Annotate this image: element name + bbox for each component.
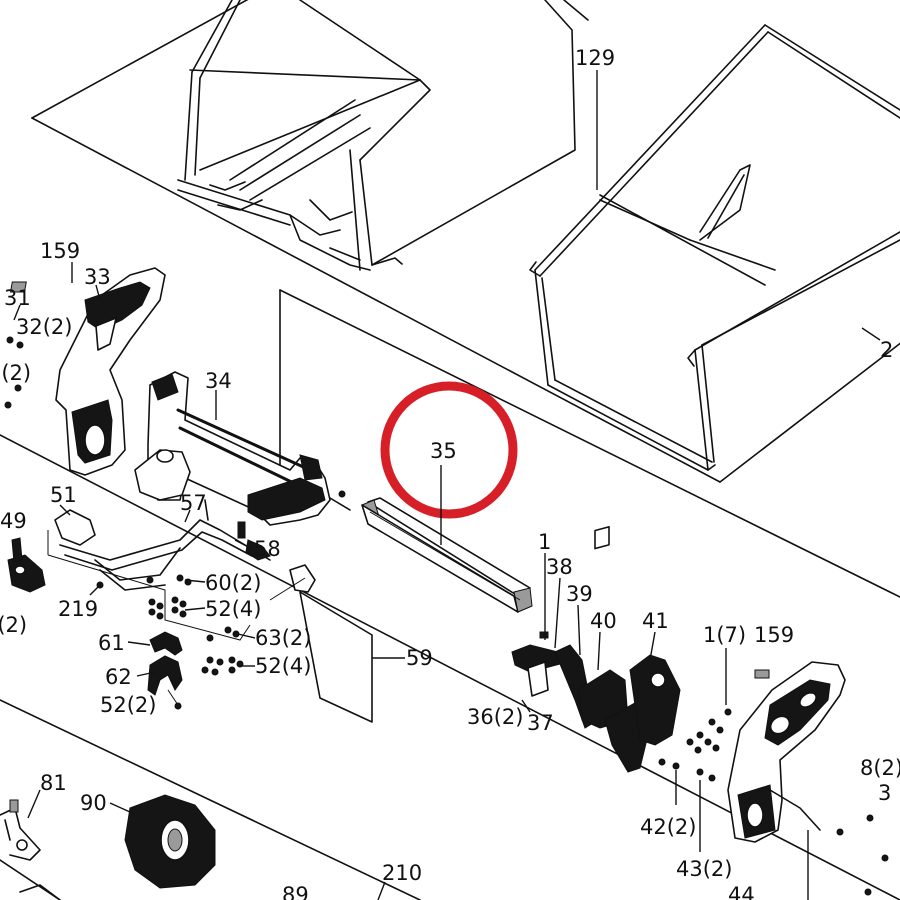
leader-lines xyxy=(13,70,881,900)
fastener-bolts xyxy=(4,336,889,896)
label-63: 63(2) xyxy=(255,626,311,650)
part-35-roller xyxy=(361,497,533,613)
label-52-middle: 52(4) xyxy=(255,654,311,678)
label-35: 35 xyxy=(430,439,457,463)
label-49: 49 xyxy=(0,509,27,533)
label-1: 1 xyxy=(538,530,551,554)
parts-61-62-brackets xyxy=(147,631,183,710)
label-38: 38 xyxy=(546,555,573,579)
label-32: 32(2) xyxy=(16,315,72,339)
label-52-bottom: 52(2) xyxy=(100,693,156,717)
label-61: 61 xyxy=(98,631,125,655)
part-34-deck-frame xyxy=(134,371,351,526)
part-44-rear-cover xyxy=(727,661,846,843)
label-33: 33 xyxy=(84,265,111,289)
label-1-7: 1(7) xyxy=(703,623,746,647)
label-34: 34 xyxy=(205,369,232,393)
label-8-left: 8(2) xyxy=(0,361,31,385)
part-49-bracket xyxy=(7,537,46,593)
label-60: 60(2) xyxy=(205,571,261,595)
label-58: 58 xyxy=(254,537,281,561)
label-219: 219 xyxy=(58,597,98,621)
label-36: 36(2) xyxy=(467,705,523,729)
bottom-parts xyxy=(0,794,216,900)
right-bracket-parts xyxy=(511,525,770,773)
label-129: 129 xyxy=(575,46,615,70)
label-52-top: 52(4) xyxy=(205,597,261,621)
label-159-right: 159 xyxy=(754,623,794,647)
label-3: 3 xyxy=(878,781,891,805)
label-44: 44 xyxy=(728,883,755,900)
label-31: 31 xyxy=(4,286,31,310)
part-number-labels: 129 2 159 33 31 32(2) 8(2) 34 35 51 49 5… xyxy=(0,46,900,900)
label-51: 51 xyxy=(50,483,77,507)
label-159-left: 159 xyxy=(40,239,80,263)
label-2: 2 xyxy=(880,338,893,362)
label-43: 43(2) xyxy=(676,857,732,881)
label-42: 42(2) xyxy=(640,815,696,839)
label-40: 40 xyxy=(590,609,617,633)
label-37: 37 xyxy=(527,711,554,735)
grass-catcher-frame xyxy=(177,0,900,471)
label-57: 57 xyxy=(180,491,207,515)
label-81: 81 xyxy=(40,771,67,795)
label-8-right: 8(2) xyxy=(860,756,900,780)
label-90: 90 xyxy=(80,791,107,815)
label-39: 39 xyxy=(566,582,593,606)
label-41: 41 xyxy=(642,609,669,633)
label-62: 62 xyxy=(105,665,132,689)
highlight-circle xyxy=(380,381,518,519)
label-89: 89 xyxy=(282,883,309,900)
part-33-rear-cover xyxy=(9,267,166,476)
label-59: 59 xyxy=(406,646,433,670)
label-210: 210 xyxy=(382,861,422,885)
label-2-left: 2(2) xyxy=(0,613,27,637)
part-59-flap xyxy=(269,564,373,723)
